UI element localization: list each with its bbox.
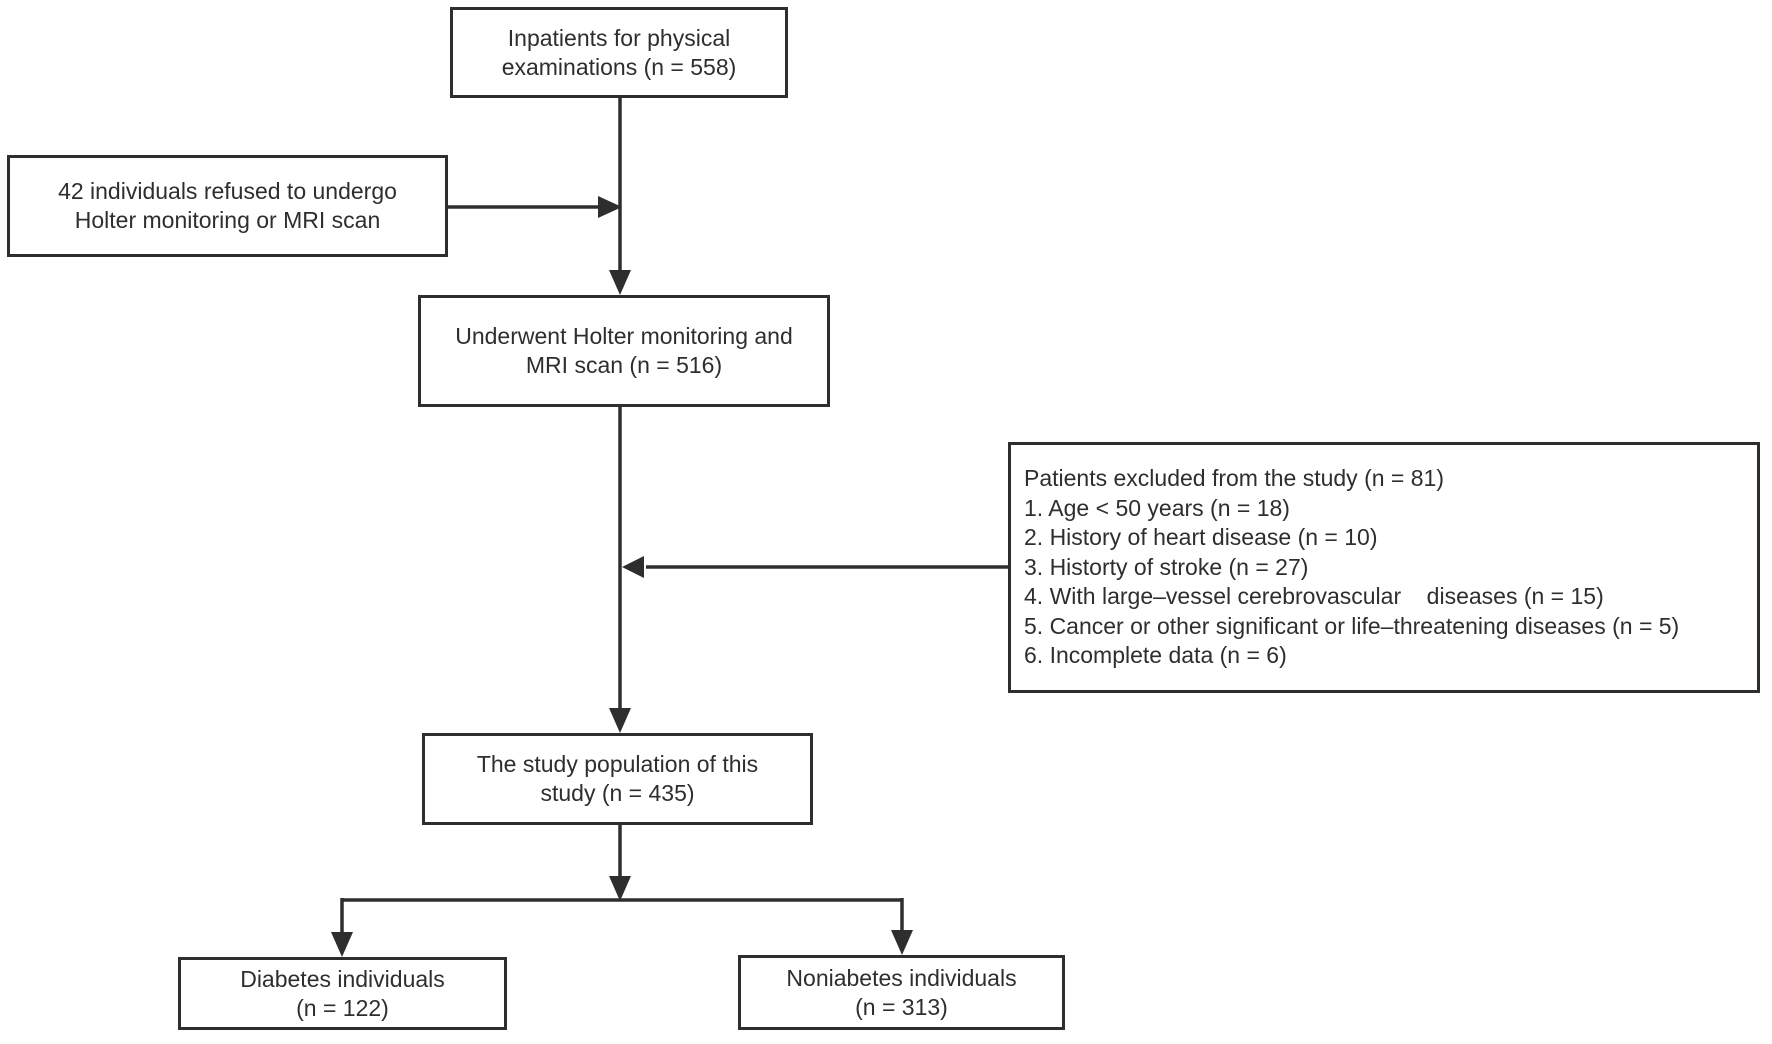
- arrowhead-down-icon: [609, 876, 631, 901]
- node-line: Underwent Holter monitoring and: [455, 323, 793, 349]
- node-refused: 42 individuals refused to undergo Holter…: [7, 155, 448, 257]
- arrow-branch-to-diabetes: [331, 898, 353, 957]
- arrow-population-to-branch: [609, 825, 631, 901]
- node-line: (n = 313): [855, 993, 948, 1020]
- node-diabetes: Diabetes individuals (n = 122): [178, 957, 507, 1030]
- arrowhead-down-icon: [609, 708, 631, 733]
- arrow-inpatients-to-underwent: [609, 98, 631, 295]
- arrowhead-down-icon: [331, 932, 353, 957]
- arrowhead-down-icon: [891, 930, 913, 955]
- arrowhead-right-icon: [598, 196, 622, 218]
- node-study-population: The study population of this study (n = …: [422, 733, 813, 825]
- node-line: Patients excluded from the study (n = 81…: [1024, 465, 1444, 492]
- arrow-underwent-to-population: [609, 407, 631, 733]
- arrow-refused-to-flow: [448, 196, 622, 218]
- node-line: Diabetes individuals: [240, 965, 445, 992]
- node-line: Holter monitoring or MRI scan: [74, 207, 381, 233]
- node-line: The study population of this: [476, 751, 759, 777]
- node-inpatients: Inpatients for physical examinations (n …: [450, 7, 788, 98]
- node-line: MRI scan (n = 516): [525, 352, 723, 378]
- node-line: examinations (n = 558): [501, 53, 737, 80]
- node-line: 42 individuals refused to undergo: [58, 178, 397, 204]
- node-line: Inpatients for physical: [507, 24, 731, 51]
- arrow-branch-to-nondiabetes: [891, 898, 913, 955]
- node-line: study (n = 435): [540, 780, 695, 806]
- node-line: 5. Cancer or other significant or life–t…: [1024, 612, 1680, 639]
- node-excluded: Patients excluded from the study (n = 81…: [1008, 442, 1760, 693]
- node-underwent: Underwent Holter monitoring and MRI scan…: [418, 295, 830, 407]
- node-line: 6. Incomplete data (n = 6): [1024, 642, 1287, 669]
- arrowhead-down-icon: [609, 270, 631, 295]
- node-line: Noniabetes individuals: [786, 964, 1017, 991]
- node-line: 4. With large–vessel cerebrovascular dis…: [1024, 583, 1604, 610]
- node-nondiabetes: Noniabetes individuals (n = 313): [738, 955, 1065, 1030]
- node-line: (n = 122): [296, 994, 389, 1021]
- arrowhead-left-icon: [622, 556, 644, 578]
- arrow-excluded-to-flow: [622, 556, 1008, 578]
- node-line: 1. Age < 50 years (n = 18): [1024, 494, 1290, 521]
- node-line: 3. Historty of stroke (n = 27): [1024, 553, 1309, 580]
- node-line: 2. History of heart disease (n = 10): [1024, 524, 1378, 551]
